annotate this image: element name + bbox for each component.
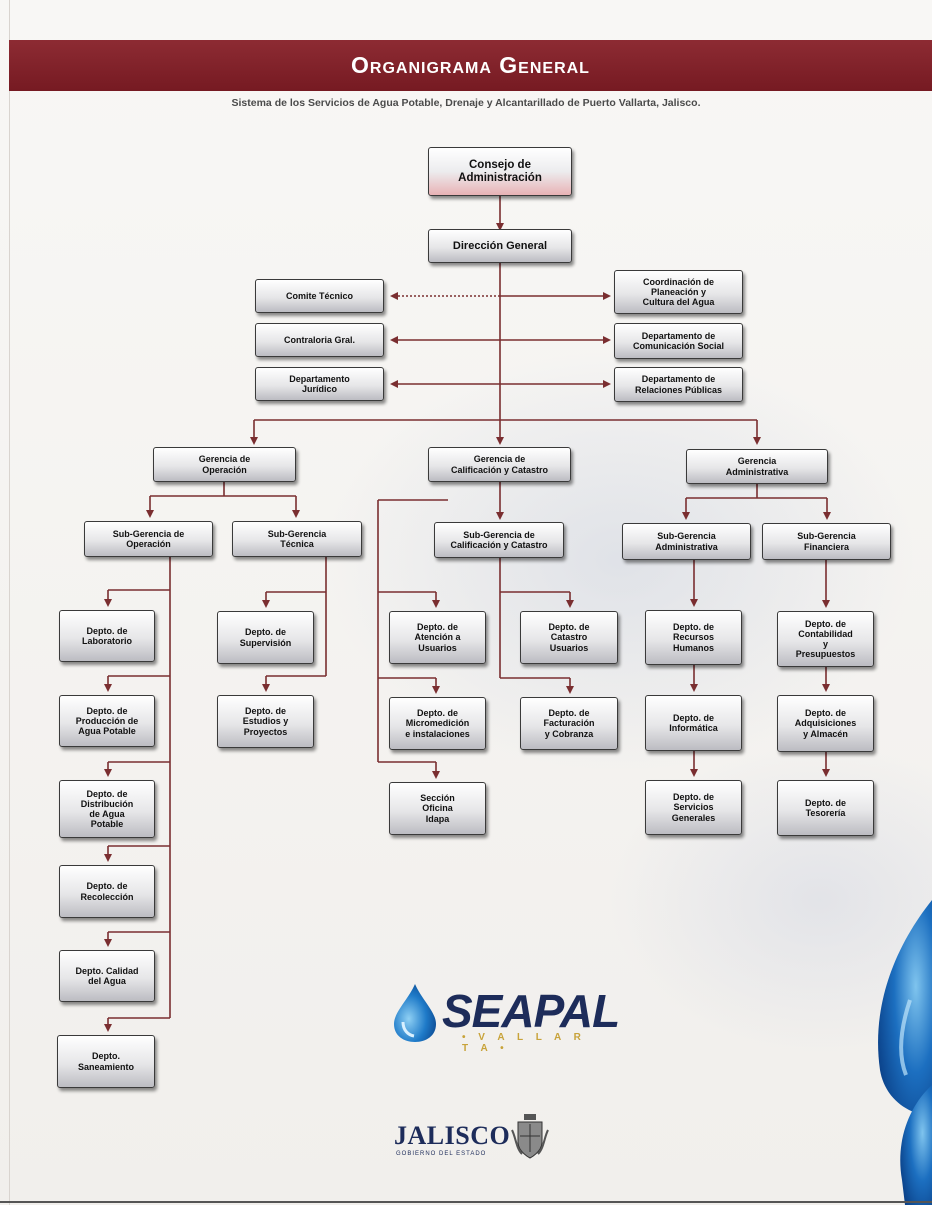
left-rule (9, 0, 10, 1205)
node-gerencia-calificacion: Gerencia de Calificación y Catastro (428, 447, 571, 482)
node-depto-atencion: Depto. de Atención a Usuarios (389, 611, 486, 664)
node-depto-estudios: Depto. de Estudios y Proyectos (217, 695, 314, 748)
node-depto-calidad: Depto. Calidad del Agua (59, 950, 155, 1002)
page-title: Organigrama General (351, 52, 590, 78)
node-coordinacion-planeacion: Coordinación de Planeación y Cultura del… (614, 270, 743, 314)
node-subgerencia-tecnica: Sub-Gerencia Técnica (232, 521, 362, 557)
node-depto-saneamiento: Depto. Saneamiento (57, 1035, 155, 1088)
node-subgerencia-calificacion: Sub-Gerencia de Calificación y Catastro (434, 522, 564, 558)
jalisco-coat-of-arms-icon (511, 1114, 549, 1159)
node-depto-micromedicion: Depto. de Micromedición e instalaciones (389, 697, 486, 750)
node-comite-tecnico: Comite Técnico (255, 279, 384, 313)
seapal-wordmark: SEAPAL (442, 985, 620, 1037)
node-depto-supervision: Depto. de Supervisión (217, 611, 314, 664)
title-bar: Organigrama General (9, 40, 932, 91)
node-subgerencia-financiera: Sub-Gerencia Financiera (762, 523, 891, 560)
node-depto-laboratorio: Depto. de Laboratorio (59, 610, 155, 662)
node-comunicacion-social: Departamento de Comunicación Social (614, 323, 743, 359)
node-depto-facturacion: Depto. de Facturación y Cobranza (520, 697, 618, 750)
node-subgerencia-operacion: Sub-Gerencia de Operación (84, 521, 213, 557)
node-depto-contabilidad: Depto. de Contabilidad y Presupuestos (777, 611, 874, 667)
node-consejo-administracion: Consejo de Administración (428, 147, 572, 196)
node-subgerencia-administrativa: Sub-Gerencia Administrativa (622, 523, 751, 560)
node-contraloria: Contraloria Gral. (255, 323, 384, 357)
node-gerencia-administrativa: Gerencia Administrativa (686, 449, 828, 484)
node-relaciones-publicas: Departamento de Relaciones Públicas (614, 367, 743, 402)
node-depto-servicios-generales: Depto. de Servicios Generales (645, 780, 742, 835)
bottom-rule (0, 1201, 932, 1203)
page-subtitle: Sistema de los Servicios de Agua Potable… (231, 97, 701, 109)
node-seccion-oficina: Sección Oficina Idapa (389, 782, 486, 835)
water-drop-decoration (878, 900, 932, 1205)
seapal-tagline: • V A L L A R T A • (462, 1032, 586, 1054)
node-depto-distribucion: Depto. de Distribución de Agua Potable (59, 780, 155, 838)
jalisco-logo: JALISCO GOBIERNO DEL ESTADO (394, 1114, 564, 1168)
node-depto-informatica: Depto. de Informática (645, 695, 742, 751)
jalisco-tagline: GOBIERNO DEL ESTADO (396, 1151, 487, 1157)
jalisco-wordmark: JALISCO (394, 1121, 511, 1150)
node-direccion-general: Dirección General (428, 229, 572, 263)
node-depto-adquisiciones: Depto. de Adquisiciones y Almacén (777, 695, 874, 752)
node-depto-tesoreria: Depto. de Tesorería (777, 780, 874, 836)
node-depto-recoleccion: Depto. de Recolección (59, 865, 155, 918)
node-gerencia-operacion: Gerencia de Operación (153, 447, 296, 482)
seapal-drop-icon (394, 984, 436, 1042)
node-juridico: Departamento Jurídico (255, 367, 384, 401)
node-depto-catastro: Depto. de Catastro Usuarios (520, 611, 618, 664)
node-depto-recursos-humanos: Depto. de Recursos Humanos (645, 610, 742, 665)
node-depto-produccion: Depto. de Producción de Agua Potable (59, 695, 155, 747)
seapal-logo: SEAPAL • V A L L A R T A • (388, 980, 620, 1054)
